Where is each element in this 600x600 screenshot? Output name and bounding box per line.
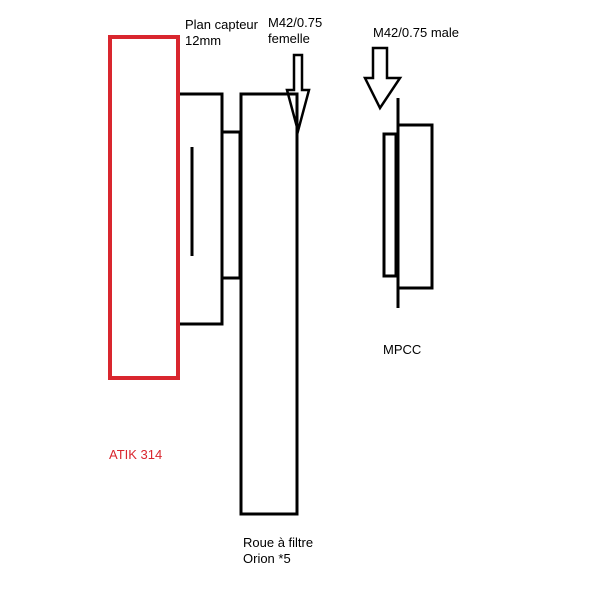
female-thread-label: M42/0.75 femelle bbox=[268, 15, 322, 47]
adapter-ring bbox=[222, 130, 242, 280]
down-arrow-icon bbox=[362, 46, 403, 111]
mpcc-label: MPCC bbox=[383, 342, 421, 358]
mpcc-label-text: MPCC bbox=[383, 342, 422, 357]
male-thread-arrow bbox=[362, 46, 403, 111]
mpcc-body bbox=[396, 123, 434, 290]
camera-body bbox=[108, 35, 180, 380]
sensor-plane-label: Plan capteur 12mm bbox=[185, 17, 258, 49]
filter-wheel-label-line2: Orion *5 bbox=[243, 551, 291, 566]
camera-flange bbox=[180, 92, 224, 326]
female-thread-label-line2: femelle bbox=[268, 31, 310, 46]
camera-label: ATIK 314 bbox=[109, 447, 162, 463]
camera-label-text: ATIK 314 bbox=[109, 447, 163, 462]
filter-wheel-body bbox=[239, 92, 299, 516]
female-thread-label-line1: M42/0.75 bbox=[268, 15, 323, 30]
female-thread-arrow bbox=[285, 53, 311, 136]
mpcc-front-ring bbox=[382, 132, 398, 278]
down-arrow-icon bbox=[285, 53, 311, 136]
sensor-plane-label-line1: Plan capteur bbox=[185, 17, 258, 32]
filter-wheel-label: Roue à filtre Orion *5 bbox=[243, 535, 313, 567]
male-thread-label: M42/0.75 male bbox=[373, 25, 459, 41]
male-thread-label-text: M42/0.75 male bbox=[373, 25, 459, 40]
sensor-plane-label-line2: 12mm bbox=[185, 33, 222, 48]
filter-wheel-label-line1: Roue à filtre bbox=[243, 535, 314, 550]
